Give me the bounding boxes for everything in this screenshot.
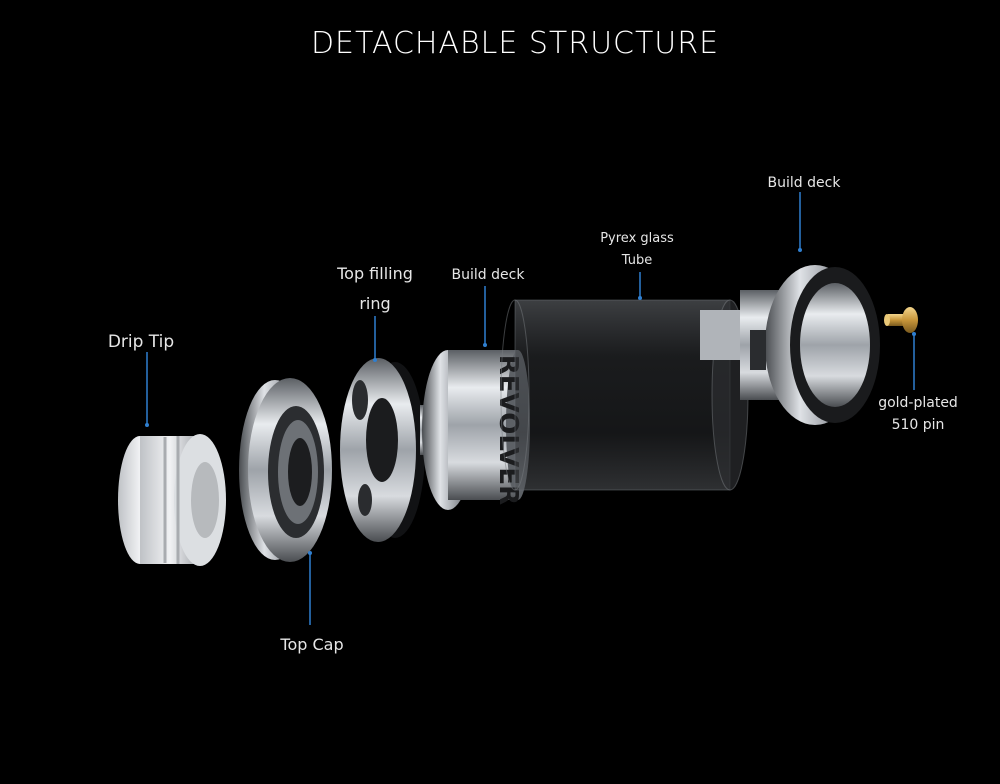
label-top-cap: Top Cap	[272, 630, 352, 660]
page-title: DETACHABLE STRUCTURE	[0, 26, 1000, 61]
label-gold-line2: 510 pin	[872, 414, 964, 436]
label-build-deck-right: Build deck	[764, 170, 844, 197]
label-drip-tip: Drip Tip	[105, 326, 177, 358]
label-build-deck-mid: Build deck	[448, 262, 528, 289]
label-gold-plated-pin: gold-plated 510 pin	[872, 392, 964, 437]
label-top-filling-ring-line2: ring	[330, 289, 420, 319]
top-filling-ring-part	[340, 358, 425, 542]
drip-tip-part	[118, 434, 226, 566]
build-deck-body-part: REVOLVER	[420, 350, 530, 510]
label-gold-line1: gold-plated	[872, 392, 964, 414]
label-pyrex-line1: Pyrex glass	[592, 228, 682, 250]
label-top-filling-ring: Top filling ring	[330, 259, 420, 320]
label-top-filling-ring-line1: Top filling	[330, 259, 420, 289]
top-cap-part	[239, 378, 332, 562]
label-pyrex-glass-tube: Pyrex glass Tube	[592, 228, 682, 272]
label-pyrex-line2: Tube	[592, 250, 682, 272]
gold-510-pin-part	[884, 307, 918, 333]
